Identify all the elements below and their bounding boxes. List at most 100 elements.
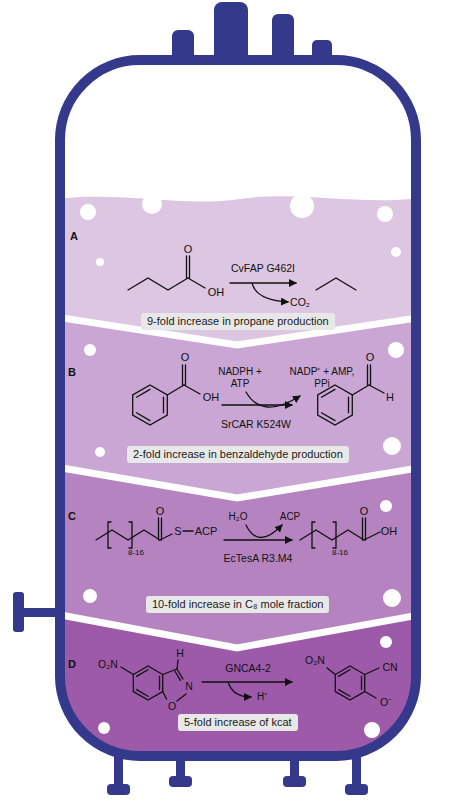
band-a-fill <box>64 196 412 752</box>
reaction-d <box>202 681 292 682</box>
bubble <box>377 206 393 222</box>
reaction-b <box>322 389 336 397</box>
bubble <box>380 500 392 512</box>
band-divider <box>64 316 412 345</box>
structure-label: OH <box>208 286 225 299</box>
bubble <box>98 722 110 734</box>
reaction-b <box>163 397 164 413</box>
reaction-a <box>128 278 188 290</box>
reaction-d <box>339 670 351 677</box>
reaction-b <box>133 365 384 425</box>
reaction-b <box>318 385 353 425</box>
panel-letter: D <box>68 658 76 670</box>
reaction-d <box>361 676 362 689</box>
bubble <box>95 447 105 457</box>
caption-text: 10-fold increase in C₈ mole fraction <box>152 598 323 611</box>
structure-label: H <box>176 647 184 659</box>
vessel-legs <box>107 784 130 795</box>
structure-label: CvFAP G462I <box>231 262 295 274</box>
reaction-d <box>177 660 178 669</box>
structure-label: O <box>360 505 369 518</box>
reaction-c <box>364 532 380 540</box>
vessel-wall <box>60 60 416 756</box>
bubble <box>142 194 162 214</box>
reaction-a <box>252 283 288 302</box>
reaction-c <box>224 539 292 540</box>
reaction-b <box>133 385 168 425</box>
band-d-fill <box>64 613 412 752</box>
structure-label: O <box>168 700 176 712</box>
reaction-c <box>312 522 315 548</box>
structure-label: CN <box>382 661 397 673</box>
structure-label: H₂O <box>229 511 248 523</box>
panel-letter: B <box>68 366 76 378</box>
structure-label: GNCA4-2 <box>225 662 271 674</box>
structure-label: ACP <box>280 511 301 523</box>
reactor-band: D5-fold increase of kcat <box>60 628 416 758</box>
structure-label: OH <box>203 391 220 404</box>
structure-label: 8-16 <box>128 548 144 557</box>
reaction-c <box>96 518 380 548</box>
band-b-fill <box>64 316 412 752</box>
structure-label: O <box>366 351 375 364</box>
bubble <box>383 589 401 607</box>
reaction-d <box>327 668 335 675</box>
reaction-b <box>137 389 151 397</box>
structure-label: OH <box>381 525 398 538</box>
structure-label: S <box>174 525 181 538</box>
bubble <box>364 722 380 738</box>
reaction-d <box>163 692 167 700</box>
band-divider <box>64 613 412 648</box>
reaction-b <box>246 392 300 407</box>
reaction-a <box>189 256 190 278</box>
reaction-b <box>367 365 368 385</box>
structure-label: SrCAR K524W <box>221 418 291 430</box>
reactor-band: B 2-fold increase in benzaldehyde product… <box>60 330 416 500</box>
reaction-b <box>322 413 336 421</box>
structure-label: NADP⁺ + AMP, PPi <box>289 366 355 389</box>
result-caption: 9-fold increase in propane production <box>141 313 335 330</box>
reaction-b <box>370 365 371 385</box>
liquid <box>64 194 412 752</box>
reaction-c <box>300 530 364 540</box>
reaction-a <box>186 256 187 278</box>
structure-label: H <box>386 391 394 404</box>
caption-text: 9-fold increase in propane production <box>147 315 329 328</box>
structure-label: N <box>185 680 193 692</box>
reaction-b <box>185 365 186 385</box>
reaction-d <box>365 668 379 675</box>
band-divider <box>64 466 412 498</box>
reaction-a <box>316 278 356 290</box>
reaction-c <box>365 518 366 540</box>
structure-label: O <box>184 243 193 256</box>
result-caption: 10-fold increase in C₈ mole fraction <box>146 596 329 613</box>
reaction-a <box>230 282 296 283</box>
bubble <box>84 344 96 356</box>
bubble <box>96 258 104 266</box>
band-divider <box>64 316 412 648</box>
reaction-a <box>188 278 205 288</box>
reaction-c <box>96 530 160 540</box>
bubble <box>80 194 404 738</box>
reaction-b <box>184 385 200 394</box>
caption-text: 2-fold increase in benzaldehyde producti… <box>133 448 343 461</box>
reaction-d <box>137 690 149 697</box>
reaction-d <box>365 692 376 699</box>
reaction-c <box>158 518 159 540</box>
reaction-b <box>348 397 349 413</box>
reaction-c <box>183 530 193 531</box>
reaction-c <box>108 522 111 548</box>
vessel-legs <box>283 776 306 787</box>
reaction-d <box>137 670 149 677</box>
reaction-d <box>177 669 183 679</box>
reaction-d <box>133 666 162 700</box>
structure-label: O⁻ <box>380 696 392 708</box>
structure-label: NADPH + ATP <box>218 366 262 389</box>
side-port <box>13 592 24 632</box>
reaction-c <box>333 522 336 548</box>
reaction-c <box>246 525 282 538</box>
bubble <box>83 589 97 603</box>
vessel-legs <box>345 784 368 795</box>
